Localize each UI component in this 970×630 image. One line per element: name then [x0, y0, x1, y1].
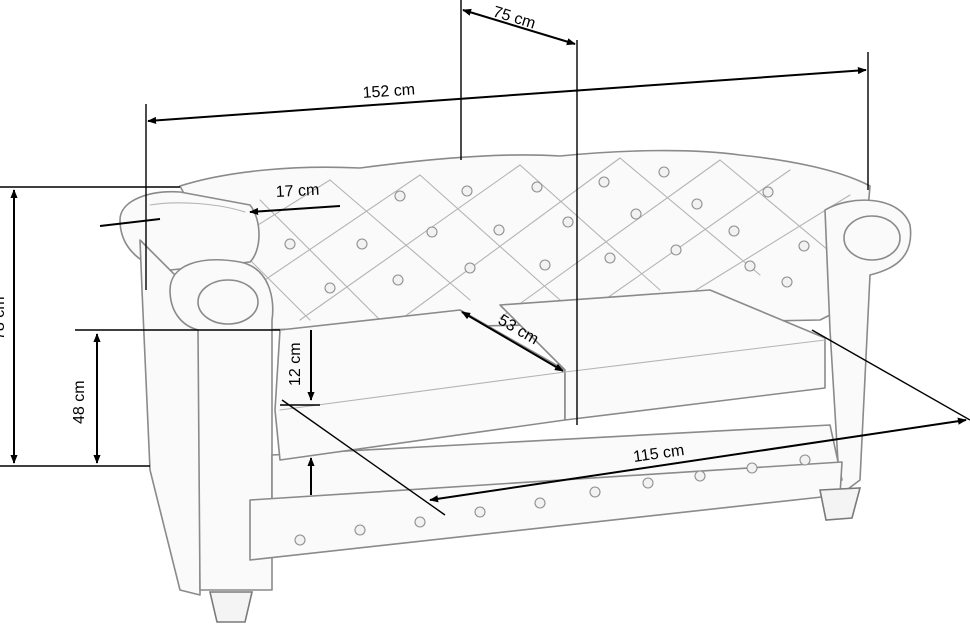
label-arm-width: 17 cm [275, 182, 319, 201]
label-total-width: 152 cm [362, 81, 416, 102]
label-total-height: 78 cm [0, 296, 8, 340]
dim-line-seat-width [429, 417, 967, 503]
label-seat-width: 115 cm [632, 442, 685, 466]
sofa-backrest [179, 149, 871, 331]
backrest-tufting-lines [249, 157, 851, 321]
dim-line-arm-width [99, 218, 161, 227]
left-arm-scroll [197, 279, 259, 325]
sofa-illustration [119, 149, 912, 623]
dimension-lines [0, 0, 970, 516]
dim-line-total-width [147, 66, 867, 125]
dim-line-seat-depth [461, 311, 564, 372]
dim-line-depth [462, 8, 576, 46]
backrest-buttons [284, 166, 839, 294]
label-depth: 75 cm [491, 4, 538, 33]
right-seat-cushion [499, 289, 826, 421]
front-left-leg [208, 591, 254, 623]
label-cushion-height: 12 cm [287, 342, 304, 386]
right-arm-scroll [843, 215, 901, 261]
left-arm-top [119, 190, 260, 271]
dim-line-arm-width-2 [249, 205, 341, 216]
left-arm-front [169, 259, 274, 591]
front-right-leg [819, 487, 862, 521]
label-seat-height: 48 cm [71, 380, 88, 424]
